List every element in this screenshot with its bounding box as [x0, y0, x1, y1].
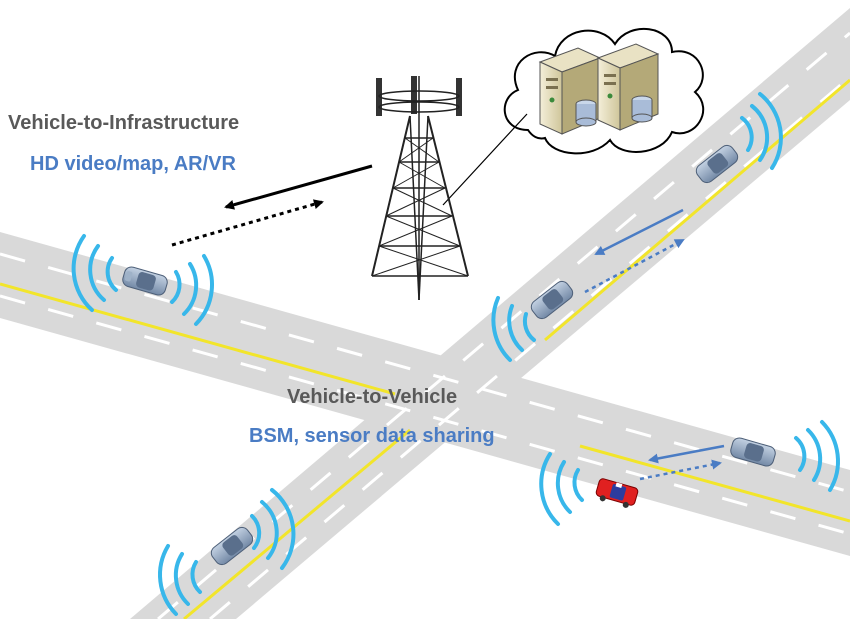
v2i-downlink-arrow — [224, 164, 373, 210]
cell-tower-icon — [371, 76, 469, 301]
wireless-signal-icon — [71, 234, 214, 326]
server-icon — [538, 47, 602, 135]
center-line — [0, 282, 396, 396]
lane-marking — [209, 75, 850, 619]
wireless-signal-icon — [491, 296, 536, 362]
center-line — [183, 428, 411, 619]
car-icon — [730, 437, 776, 467]
v2v-title: Vehicle-to-Vehicle — [287, 386, 458, 408]
wireless-signal-icon — [539, 452, 584, 526]
v2v-arrow — [584, 238, 685, 294]
server-icon — [596, 43, 660, 131]
v2i-subtitle: HD video/map, AR/VR — [30, 153, 236, 175]
v2v-arrow — [594, 208, 684, 256]
car-icon — [210, 526, 254, 566]
car-icon — [530, 280, 574, 320]
wireless-signal-icon — [794, 420, 840, 492]
road-network — [0, 8, 850, 619]
wireless-signal-icon — [158, 488, 296, 616]
v2v-arrow — [648, 444, 725, 464]
emergency-car-icon — [595, 478, 639, 508]
cloud-server — [503, 27, 705, 155]
backhaul-link — [442, 113, 528, 206]
v2i-title: Vehicle-to-Infrastructure — [8, 112, 240, 134]
wireless-signal-icon — [740, 92, 783, 170]
center-line — [579, 444, 850, 523]
car-icon — [122, 266, 168, 296]
vehicles — [122, 144, 776, 566]
v2i-uplink-arrow — [171, 199, 324, 247]
wireless-signal-group — [71, 92, 840, 616]
center-line — [544, 78, 850, 342]
v2v-subtitle: BSM, sensor data sharing — [249, 425, 495, 447]
v2v-arrow — [639, 459, 722, 481]
road-diagonal — [130, 8, 850, 619]
car-icon — [695, 144, 739, 184]
